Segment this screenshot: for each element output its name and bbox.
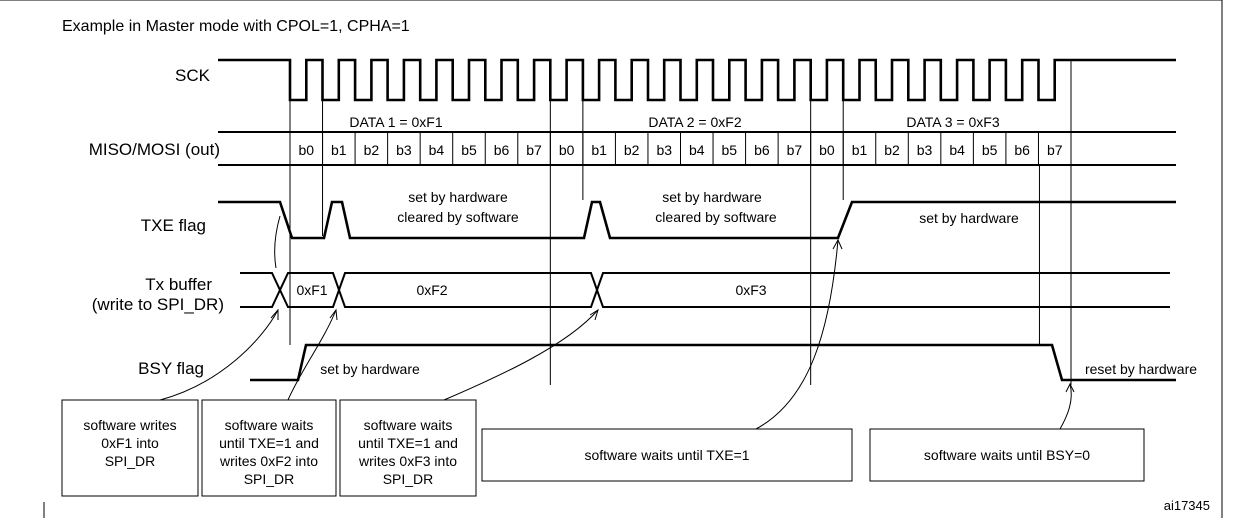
bit-label: b6 bbox=[494, 142, 510, 158]
txe-annotation: set by hardware bbox=[662, 189, 762, 205]
arrowhead bbox=[832, 238, 843, 250]
txe-annotation: set by hardware bbox=[408, 189, 508, 205]
note-box bbox=[339, 399, 477, 497]
tx-buffer-label: Tx buffer bbox=[145, 275, 212, 294]
txe-tx-link-arrow bbox=[274, 215, 281, 269]
note-box bbox=[869, 428, 1145, 482]
note-text: SPI_DR bbox=[383, 471, 434, 487]
bit-label: b4 bbox=[949, 142, 965, 158]
note-text: 0xF1 into bbox=[101, 435, 159, 451]
note-box bbox=[201, 399, 337, 497]
arrow-note5-to-bsy bbox=[1059, 383, 1072, 430]
byte-boundary-markers bbox=[289, 60, 1072, 385]
figure-reference: ai17345 bbox=[1164, 498, 1210, 513]
bsy-set-annotation: set by hardware bbox=[320, 361, 420, 377]
bit-labels: b0 b1 b2 b3 b4 b5 b6 b7 b0 b1 b2 b3 b4 b5 b6 b7 b0 b1 b2 b3… bbox=[298, 142, 1062, 158]
arrow-note1-to-write bbox=[159, 309, 279, 401]
bit-label: b1 bbox=[591, 142, 607, 158]
bsy-waveform bbox=[250, 343, 1176, 382]
bit-label: b1 bbox=[852, 142, 868, 158]
note-text: until TXE=1 and bbox=[358, 435, 458, 451]
bit-label: b1 bbox=[331, 142, 347, 158]
bit-label: b3 bbox=[656, 142, 672, 158]
bit-label: b5 bbox=[722, 142, 738, 158]
miso-mosi-bus: b0 b1 b2 b3 b4 b5 b6 b7 b0 b1 b2 b3 b4 b5 b6 b7 b0 b1 b2 b3… bbox=[218, 114, 1176, 166]
note-box bbox=[481, 428, 853, 482]
tx-buffer-value: 0xF3 bbox=[735, 282, 766, 298]
note-text: writes 0xF2 into bbox=[219, 453, 318, 469]
note-text: writes 0xF3 into bbox=[358, 453, 457, 469]
arrow-note2-to-write bbox=[287, 309, 337, 401]
note-text: until TXE=1 and bbox=[219, 435, 319, 451]
note-text: SPI_DR bbox=[105, 453, 156, 469]
bit-label: b0 bbox=[559, 142, 575, 158]
tx-buffer-top bbox=[240, 272, 1170, 294]
bit-label: b7 bbox=[1047, 142, 1063, 158]
bit-label: b4 bbox=[429, 142, 445, 158]
bit-label: b6 bbox=[1014, 142, 1030, 158]
bit-label: b6 bbox=[754, 142, 770, 158]
bit-label: b4 bbox=[689, 142, 705, 158]
txe-annotation: cleared by software bbox=[655, 209, 777, 225]
arrowhead bbox=[589, 308, 599, 321]
note-text: software waits until TXE=1 bbox=[584, 447, 749, 463]
data-group-label: DATA 1 = 0xF1 bbox=[349, 114, 442, 130]
bit-label: b5 bbox=[461, 142, 477, 158]
event-arrows bbox=[159, 238, 1075, 430]
bit-label: b7 bbox=[787, 142, 803, 158]
bit-label: b2 bbox=[884, 142, 900, 158]
arrowhead bbox=[329, 308, 338, 321]
tx-buffer-value: 0xF2 bbox=[416, 282, 447, 298]
bit-label: b5 bbox=[982, 142, 998, 158]
bit-label: b0 bbox=[819, 142, 835, 158]
arrow-note4-to-txe bbox=[755, 239, 839, 430]
bit-label: b2 bbox=[364, 142, 380, 158]
sck-label: SCK bbox=[175, 66, 211, 85]
note-text: SPI_DR bbox=[244, 471, 295, 487]
tx-buffer-sublabel: (write to SPI_DR) bbox=[92, 295, 224, 314]
txe-flag-label: TXE flag bbox=[141, 216, 206, 235]
note-box bbox=[61, 399, 199, 497]
tx-buffer-bus: 0xF1 0xF2 0xF3 bbox=[240, 272, 1170, 308]
bsy-flag-label: BSY flag bbox=[138, 359, 204, 378]
note-text: software writes bbox=[83, 417, 176, 433]
note-text: software waits bbox=[225, 417, 314, 433]
tx-buffer-bottom bbox=[240, 286, 1170, 308]
note-text: software waits until BSY=0 bbox=[924, 447, 1090, 463]
bit-label: b7 bbox=[526, 142, 542, 158]
bsy-reset-annotation: reset by hardware bbox=[1085, 361, 1197, 377]
arrowhead bbox=[1065, 382, 1075, 393]
txe-annotation: set by hardware bbox=[919, 210, 1019, 226]
txe-annotation: cleared by software bbox=[397, 209, 519, 225]
miso-mosi-label: MISO/MOSI (out) bbox=[89, 140, 220, 159]
bit-label: b2 bbox=[624, 142, 640, 158]
txe-waveform bbox=[218, 200, 1176, 240]
note-text: software waits bbox=[364, 417, 453, 433]
bit-dividers bbox=[289, 132, 1072, 165]
arrow-note3-to-write bbox=[443, 309, 599, 401]
data-group-label: DATA 2 = 0xF2 bbox=[648, 114, 741, 130]
arrowhead bbox=[270, 308, 279, 320]
data-group-label: DATA 3 = 0xF3 bbox=[906, 114, 999, 130]
bit-label: b3 bbox=[396, 142, 412, 158]
diagram-title: Example in Master mode with CPOL=1, CPHA… bbox=[62, 18, 410, 35]
sck-waveform bbox=[218, 58, 1176, 102]
bit-label: b3 bbox=[917, 142, 933, 158]
tx-buffer-value: 0xF1 bbox=[296, 282, 327, 298]
bit-label: b0 bbox=[298, 142, 314, 158]
